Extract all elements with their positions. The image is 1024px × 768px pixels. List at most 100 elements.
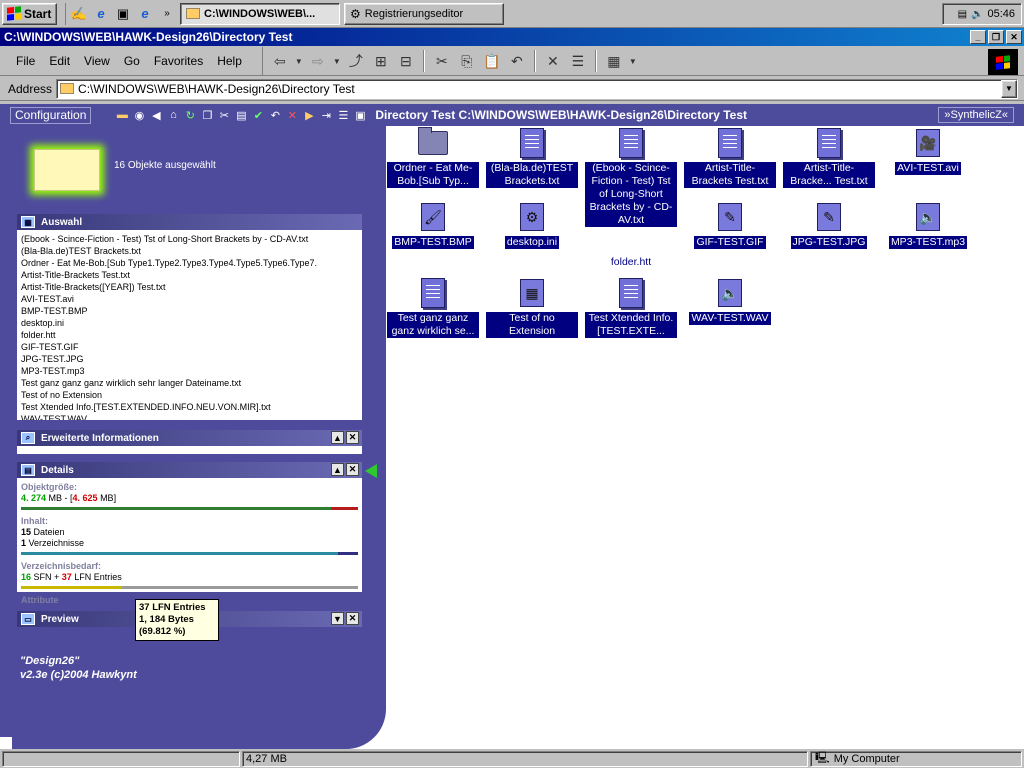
home-small-icon[interactable]: ⌂ (170, 109, 177, 121)
auswahl-item[interactable]: Artist-Title-Brackets([YEAR]) Test.txt (21, 282, 166, 292)
address-input[interactable]: C:\WINDOWS\WEB\HAWK-Design26\Directory T… (56, 78, 1018, 99)
file-item[interactable]: Test Xtended Info.[TEST.EXTE... (585, 276, 677, 338)
collapse-panel-arrow-icon[interactable] (365, 464, 377, 478)
auswahl-item[interactable]: (Bla-Bla.de)TEST Brackets.txt (21, 246, 141, 256)
file-item[interactable]: Artist-Title-Brackets Test.txt (684, 126, 776, 188)
collapse-up-icon[interactable]: ▲ (331, 431, 344, 444)
ie-icon[interactable]: e (97, 6, 105, 21)
undo-icon[interactable]: ↶ (511, 52, 523, 69)
file-item[interactable]: Artist-Title-Bracke... Test.txt (783, 126, 875, 188)
details-title: Details (41, 464, 74, 476)
menu-favorites[interactable]: Favorites (153, 54, 204, 68)
auswahl-item[interactable]: Test of no Extension (21, 390, 103, 400)
file-item[interactable]: ✎GIF-TEST.GIF (684, 200, 776, 249)
ie-icon-2[interactable]: e (141, 6, 149, 21)
forward-dropdown-icon[interactable]: ▼ (332, 56, 341, 66)
file-item[interactable]: (Bla-Bla.de)TEST Brackets.txt (486, 126, 578, 188)
auswahl-list[interactable]: (Ebook - Scince-Fiction - Test) Tst of L… (17, 230, 362, 420)
back-small-icon[interactable]: ◀ (152, 109, 161, 122)
file-item[interactable]: folder.htt (585, 254, 677, 269)
refresh-small-icon[interactable]: ↻ (185, 109, 195, 122)
start-button[interactable]: Start (2, 2, 57, 25)
back-dropdown-icon[interactable]: ▼ (294, 56, 303, 66)
address-dropdown-icon[interactable]: ▼ (1001, 79, 1017, 98)
task-regedit[interactable]: ⚙ Registrierungseditor (344, 2, 504, 25)
auswahl-item[interactable]: Test Xtended Info.[TEST.EXTENDED.INFO.NE… (21, 402, 271, 412)
views-icon[interactable]: ▦ (607, 52, 621, 69)
show-desktop-icon[interactable]: ▣ (116, 5, 130, 21)
file-item[interactable]: ⚙desktop.ini (486, 200, 578, 249)
expand-down-icon[interactable]: ▼ (331, 612, 344, 625)
volume-icon[interactable]: 🔈 (971, 8, 984, 20)
clock[interactable]: 05:46 (987, 8, 1015, 20)
restore-button[interactable]: ❐ (988, 30, 1004, 44)
paste-icon[interactable]: 📋 (483, 52, 501, 69)
cut-small-icon[interactable]: ✂ (219, 109, 229, 122)
auswahl-item[interactable]: (Ebook - Scince-Fiction - Test) Tst of L… (21, 234, 309, 244)
auswahl-item[interactable]: MP3-TEST.mp3 (21, 366, 85, 376)
file-item[interactable]: Test ganz ganz ganz wirklich se... (387, 276, 479, 338)
auswahl-item[interactable]: Test ganz ganz ganz wirklich sehr langer… (21, 378, 242, 388)
delete-icon[interactable]: ✕ (547, 52, 559, 69)
auswahl-item[interactable]: AVI-TEST.avi (21, 294, 74, 304)
credits: "Design26" v2.3e (c)2004 Hawkynt (20, 655, 137, 681)
properties-icon[interactable]: ☰ (571, 52, 585, 69)
menu-help[interactable]: Help (217, 54, 242, 68)
notepad-icon[interactable]: ✍ (70, 5, 88, 21)
forward-icon[interactable]: ⇨ (312, 52, 324, 69)
more-chevron-icon[interactable]: » (164, 8, 170, 19)
file-item[interactable]: Ordner - Eat Me-Bob.[Sub Typ... (387, 126, 479, 188)
synthelicz-link[interactable]: »SynthelicZ« (938, 107, 1014, 123)
window-titlebar[interactable]: C:\WINDOWS\WEB\HAWK-Design26\Directory T… (0, 28, 1024, 46)
dirs-count: 1 Verzeichnisse (21, 538, 85, 548)
auswahl-item[interactable]: folder.htt (21, 330, 56, 340)
auswahl-item[interactable]: WAV-TEST.WAV (21, 414, 88, 420)
properties-small-icon[interactable]: ☰ (338, 109, 349, 122)
delete-small-icon[interactable]: ✕ (287, 109, 297, 122)
export-small-icon[interactable]: ⇥ (321, 109, 331, 122)
network-icon[interactable]: ▤ (957, 8, 968, 20)
auswahl-item[interactable]: desktop.ini (21, 318, 65, 328)
menu-go[interactable]: Go (123, 54, 140, 68)
close-panel-icon[interactable]: ✕ (346, 431, 359, 444)
undo-small-icon[interactable]: ↶ (270, 109, 280, 122)
menu-edit[interactable]: Edit (49, 54, 71, 68)
minimize-button[interactable]: _ (970, 30, 986, 44)
close-panel-icon[interactable]: ✕ (346, 612, 359, 625)
close-button[interactable]: ✕ (1006, 30, 1022, 44)
back-icon[interactable]: ⇦ (274, 52, 286, 69)
menu-view[interactable]: View (84, 54, 110, 68)
file-item[interactable]: 🎥AVI-TEST.avi (882, 126, 974, 175)
view-small-icon[interactable]: ▣ (355, 109, 366, 122)
close-panel-icon[interactable]: ✕ (346, 463, 359, 476)
up-folder-icon[interactable]: ⤴ (348, 53, 363, 69)
file-item[interactable]: (Ebook - Scince-Fiction - Test) Tst of L… (585, 126, 677, 227)
paste-small-icon[interactable]: ▤ (236, 109, 247, 122)
task-explorer[interactable]: C:\WINDOWS\WEB\... (180, 2, 340, 25)
auswahl-item[interactable]: BMP-TEST.BMP (21, 306, 88, 316)
details-panel: ▤ Details ▲ ✕ Objektgröße: 4. 274 MB - [… (17, 462, 362, 605)
map-drive-icon[interactable]: ⊞ (375, 52, 387, 69)
file-label: JPG-TEST.JPG (790, 236, 868, 249)
copy-small-icon[interactable]: ❐ (202, 109, 213, 122)
auswahl-item[interactable]: Artist-Title-Brackets Test.txt (21, 270, 131, 280)
file-item[interactable]: ✎JPG-TEST.JPG (783, 200, 875, 249)
auswahl-item[interactable]: JPG-TEST.JPG (21, 354, 84, 364)
file-item[interactable]: 🔈WAV-TEST.WAV (684, 276, 776, 325)
globe-icon[interactable]: ◉ (134, 109, 145, 122)
auswahl-item[interactable]: GIF-TEST.GIF (21, 342, 79, 352)
cut-icon[interactable]: ✂ (436, 52, 448, 69)
auswahl-item[interactable]: Ordner - Eat Me-Bob.[Sub Type1.Type2.Typ… (21, 258, 318, 268)
views-dropdown-icon[interactable]: ▼ (628, 56, 637, 66)
file-item[interactable]: 🔈MP3-TEST.mp3 (882, 200, 974, 249)
file-item[interactable]: 🖌BMP-TEST.BMP (387, 200, 479, 249)
folder-small-icon[interactable]: ▬ (116, 109, 128, 121)
collapse-up-icon[interactable]: ▲ (331, 463, 344, 476)
disconnect-drive-icon[interactable]: ⊟ (400, 52, 412, 69)
open-small-icon[interactable]: ▶ (305, 109, 314, 122)
configuration-button[interactable]: Configuration (10, 106, 92, 124)
check-small-icon[interactable]: ✔ (253, 109, 263, 122)
menu-file[interactable]: File (16, 54, 36, 68)
copy-icon[interactable]: ⎘ (461, 52, 473, 69)
file-item[interactable]: ▦Test of no Extension (486, 276, 578, 338)
